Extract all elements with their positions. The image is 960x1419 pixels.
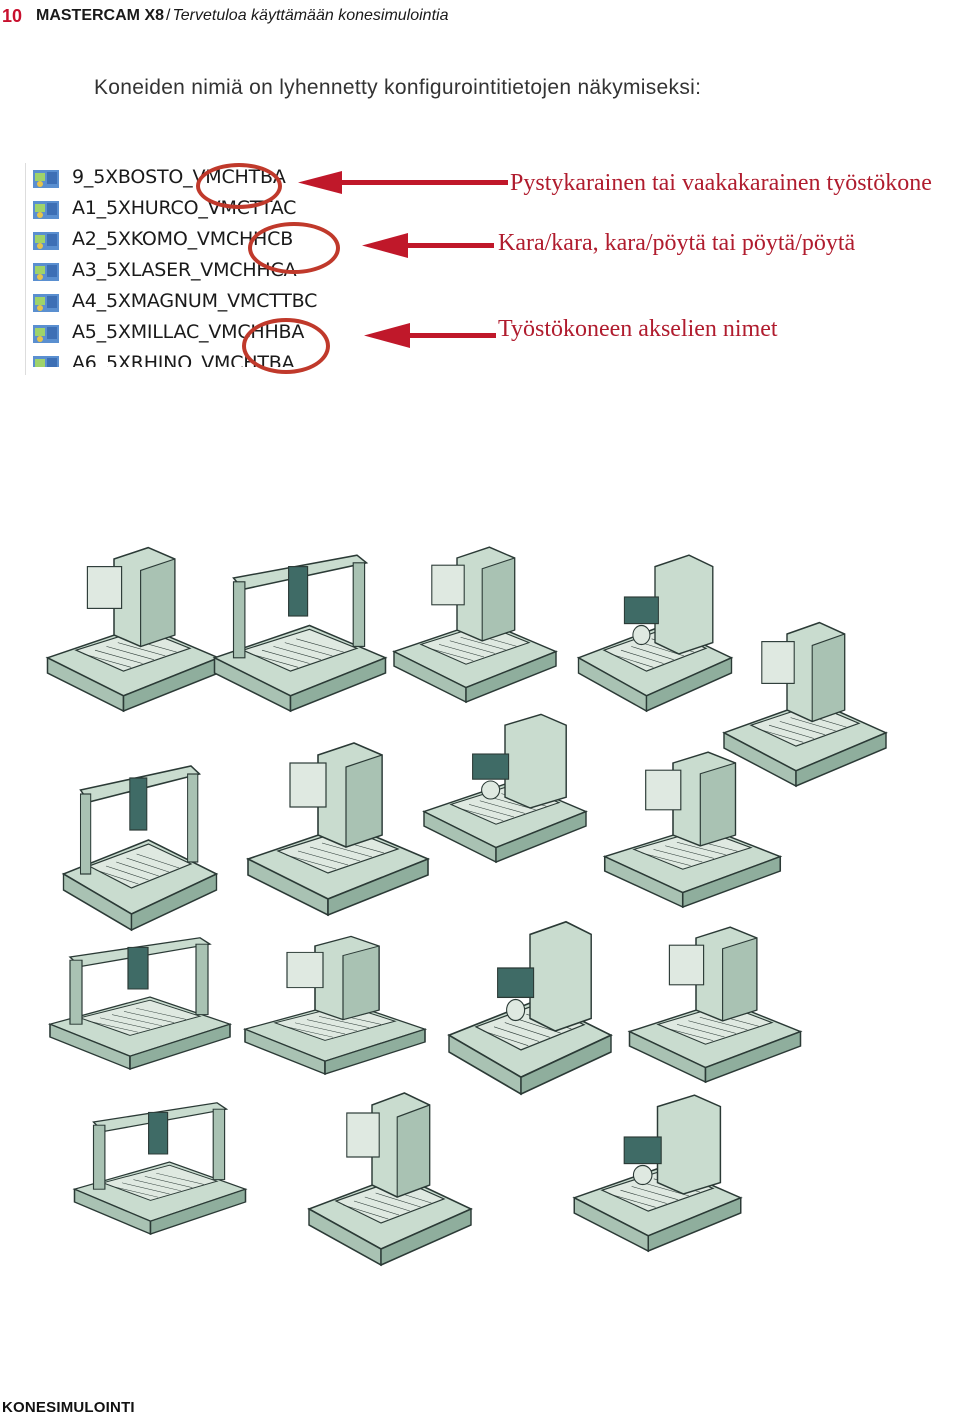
callout-axis-names: Työstökoneen akselien nimet <box>498 316 778 342</box>
list-item[interactable]: A4_5XMAGNUM_VMCTTBC <box>26 287 433 318</box>
arrow-left-icon <box>364 323 496 348</box>
list-item[interactable]: A3_5XLASER_VMCHHCA <box>26 256 433 287</box>
machine-illustration <box>572 1094 743 1253</box>
page-footer: KONESIMULOINTI <box>0 1399 960 1419</box>
highlight-circle <box>196 163 282 209</box>
product-name: MASTERCAM X8 <box>36 7 165 24</box>
machine-list-label: A2_5XKOMO_VMCHHCB <box>72 228 294 250</box>
page-number: 10 <box>2 6 23 26</box>
machine-illustration <box>627 926 803 1084</box>
footer-section-label: KONESIMULOINTI <box>2 1399 135 1416</box>
machine-config-icon <box>33 170 59 188</box>
machine-illustration <box>722 621 888 788</box>
machine-config-icon <box>33 232 59 250</box>
callout-spindle-orientation: Pystykarainen tai vaakakarainen työstöko… <box>510 170 932 196</box>
arrow-left-icon <box>362 233 494 258</box>
arrow-left-icon <box>298 171 508 194</box>
screenshot-crop-edge <box>26 367 433 375</box>
running-title: MASTERCAM X8/Tervetuloa käyttämään kones… <box>36 7 448 25</box>
highlight-circle <box>242 318 330 374</box>
machine-illustration <box>61 765 219 932</box>
intro-text: Koneiden nimiä on lyhennetty konfiguroin… <box>94 76 702 99</box>
machine-illustration <box>72 1102 248 1236</box>
machine-list-label: A3_5XLASER_VMCHHCA <box>72 259 297 281</box>
page-header: 10 MASTERCAM X8/Tervetuloa käyttämään ko… <box>0 0 960 34</box>
machine-illustration <box>422 713 588 864</box>
machine-illustration <box>242 935 428 1076</box>
machine-illustration <box>245 742 431 917</box>
chapter-subtitle: Tervetuloa käyttämään konesimulointia <box>172 7 449 24</box>
list-item[interactable]: A2_5XKOMO_VMCHHCB <box>26 225 433 256</box>
title-separator: / <box>166 7 171 24</box>
machine-illustration <box>576 554 734 713</box>
machine-illustration <box>602 751 783 909</box>
machine-illustration <box>47 937 233 1071</box>
machine-config-icon <box>33 294 59 312</box>
machine-config-icon <box>33 263 59 281</box>
machine-list-label: A4_5XMAGNUM_VMCTTBC <box>72 290 318 312</box>
machine-illustration <box>392 546 558 704</box>
machine-config-icon <box>33 325 59 343</box>
machine-illustration <box>447 920 613 1096</box>
machine-config-icon <box>33 201 59 219</box>
callout-rotary-config: Kara/kara, kara/pöytä tai pöytä/pöytä <box>498 230 856 256</box>
machine-illustration <box>45 546 221 713</box>
machine-illustration <box>307 1092 473 1267</box>
machine-illustration <box>212 554 388 713</box>
highlight-circle <box>248 222 340 274</box>
